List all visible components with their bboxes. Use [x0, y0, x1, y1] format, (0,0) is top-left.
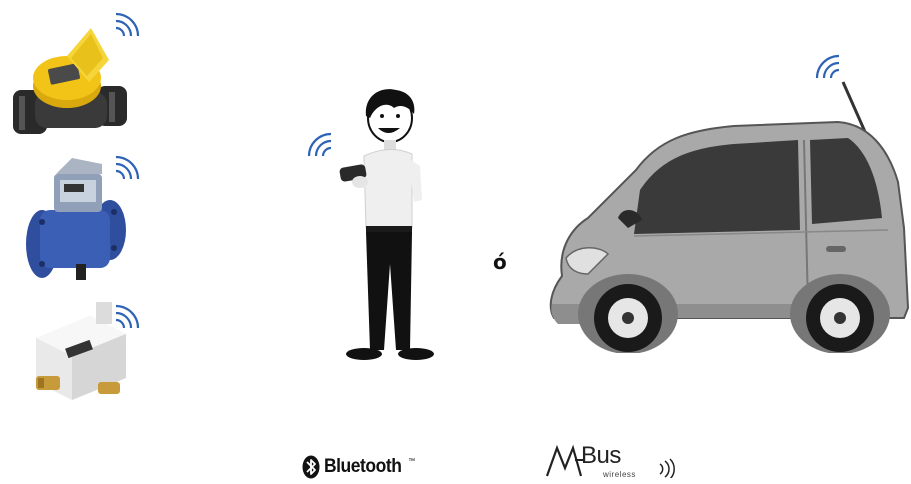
or-label: ó	[493, 250, 507, 274]
wifi-signal-icon	[305, 130, 335, 160]
mbus-wireless-icon	[657, 458, 677, 478]
bluetooth-icon	[302, 455, 320, 479]
person-with-phone	[330, 88, 445, 363]
bluetooth-wordmark: Bluetooth	[324, 456, 401, 478]
wifi-signal-icon	[112, 302, 142, 332]
bluetooth-logo: Bluetooth ™	[302, 453, 419, 481]
car-with-antenna	[548, 78, 911, 353]
mbus-wireless-logo: Bus wireless	[545, 440, 680, 482]
wifi-signal-icon	[112, 10, 142, 40]
wifi-signal-icon	[112, 153, 142, 183]
trademark-symbol: ™	[408, 458, 415, 465]
wifi-signal-icon	[813, 52, 843, 82]
mbus-m-glyph	[545, 444, 585, 478]
mbus-subtext: wireless	[603, 470, 636, 479]
mbus-wordmark: Bus	[581, 442, 621, 470]
